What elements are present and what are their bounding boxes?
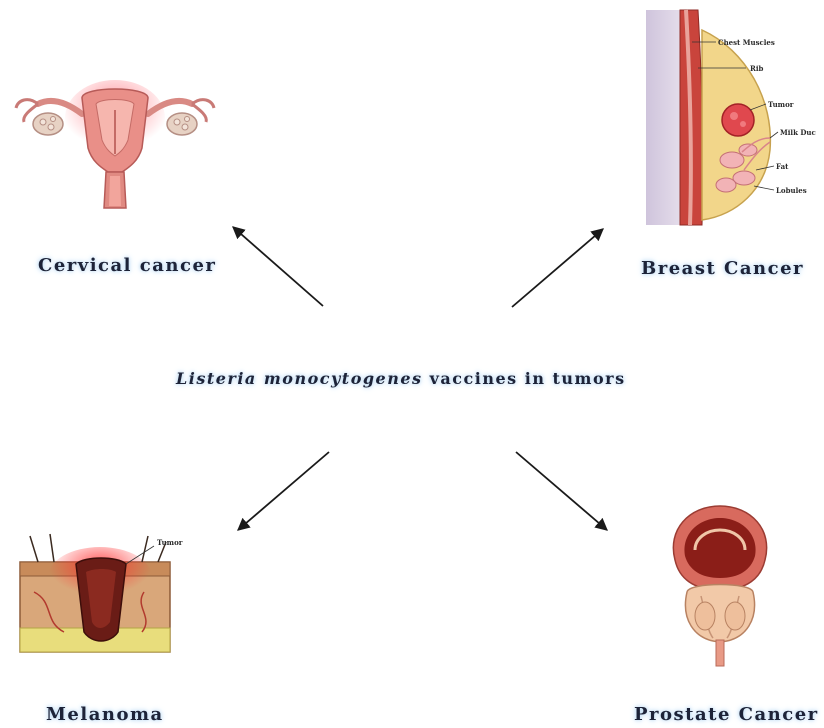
breast-annotation-tumor: Tumor: [768, 100, 794, 109]
breast-annotation-rib: Rib: [750, 64, 763, 73]
melanoma-label: Melanoma: [46, 704, 164, 725]
breast-annotation-milk-duct: Milk Duc: [780, 128, 816, 137]
breast-cancer-label: Breast Cancer: [641, 258, 804, 279]
prostate-cancer-label: Prostate Cancer: [634, 704, 819, 725]
melanoma-annotation-tumor: Tumor: [157, 538, 183, 547]
arrow-to-cervical: [233, 227, 323, 306]
arrow-to-breast: [512, 229, 603, 307]
skin-tumor-icon: Tumor: [14, 532, 209, 682]
center-title-plain: vaccines in tumors: [423, 369, 626, 388]
breast-annotation-fat: Fat: [776, 162, 789, 171]
breast-anatomy-icon: Chest Muscles Rib Tumor Milk Duc Fat Lob…: [646, 10, 824, 225]
center-title: Listeria monocytogenes vaccines in tumor…: [176, 369, 626, 388]
cervical-cancer-label: Cervical cancer: [38, 255, 216, 276]
breast-annotation-lobules: Lobules: [776, 186, 807, 195]
breast-annotation-chest-muscles: Chest Muscles: [718, 38, 775, 47]
prostate-icon: [655, 500, 785, 670]
arrow-to-prostate: [516, 452, 607, 530]
uterus-icon: [10, 76, 220, 216]
center-title-italic: Listeria monocytogenes: [176, 369, 423, 388]
arrow-to-melanoma: [238, 452, 329, 530]
